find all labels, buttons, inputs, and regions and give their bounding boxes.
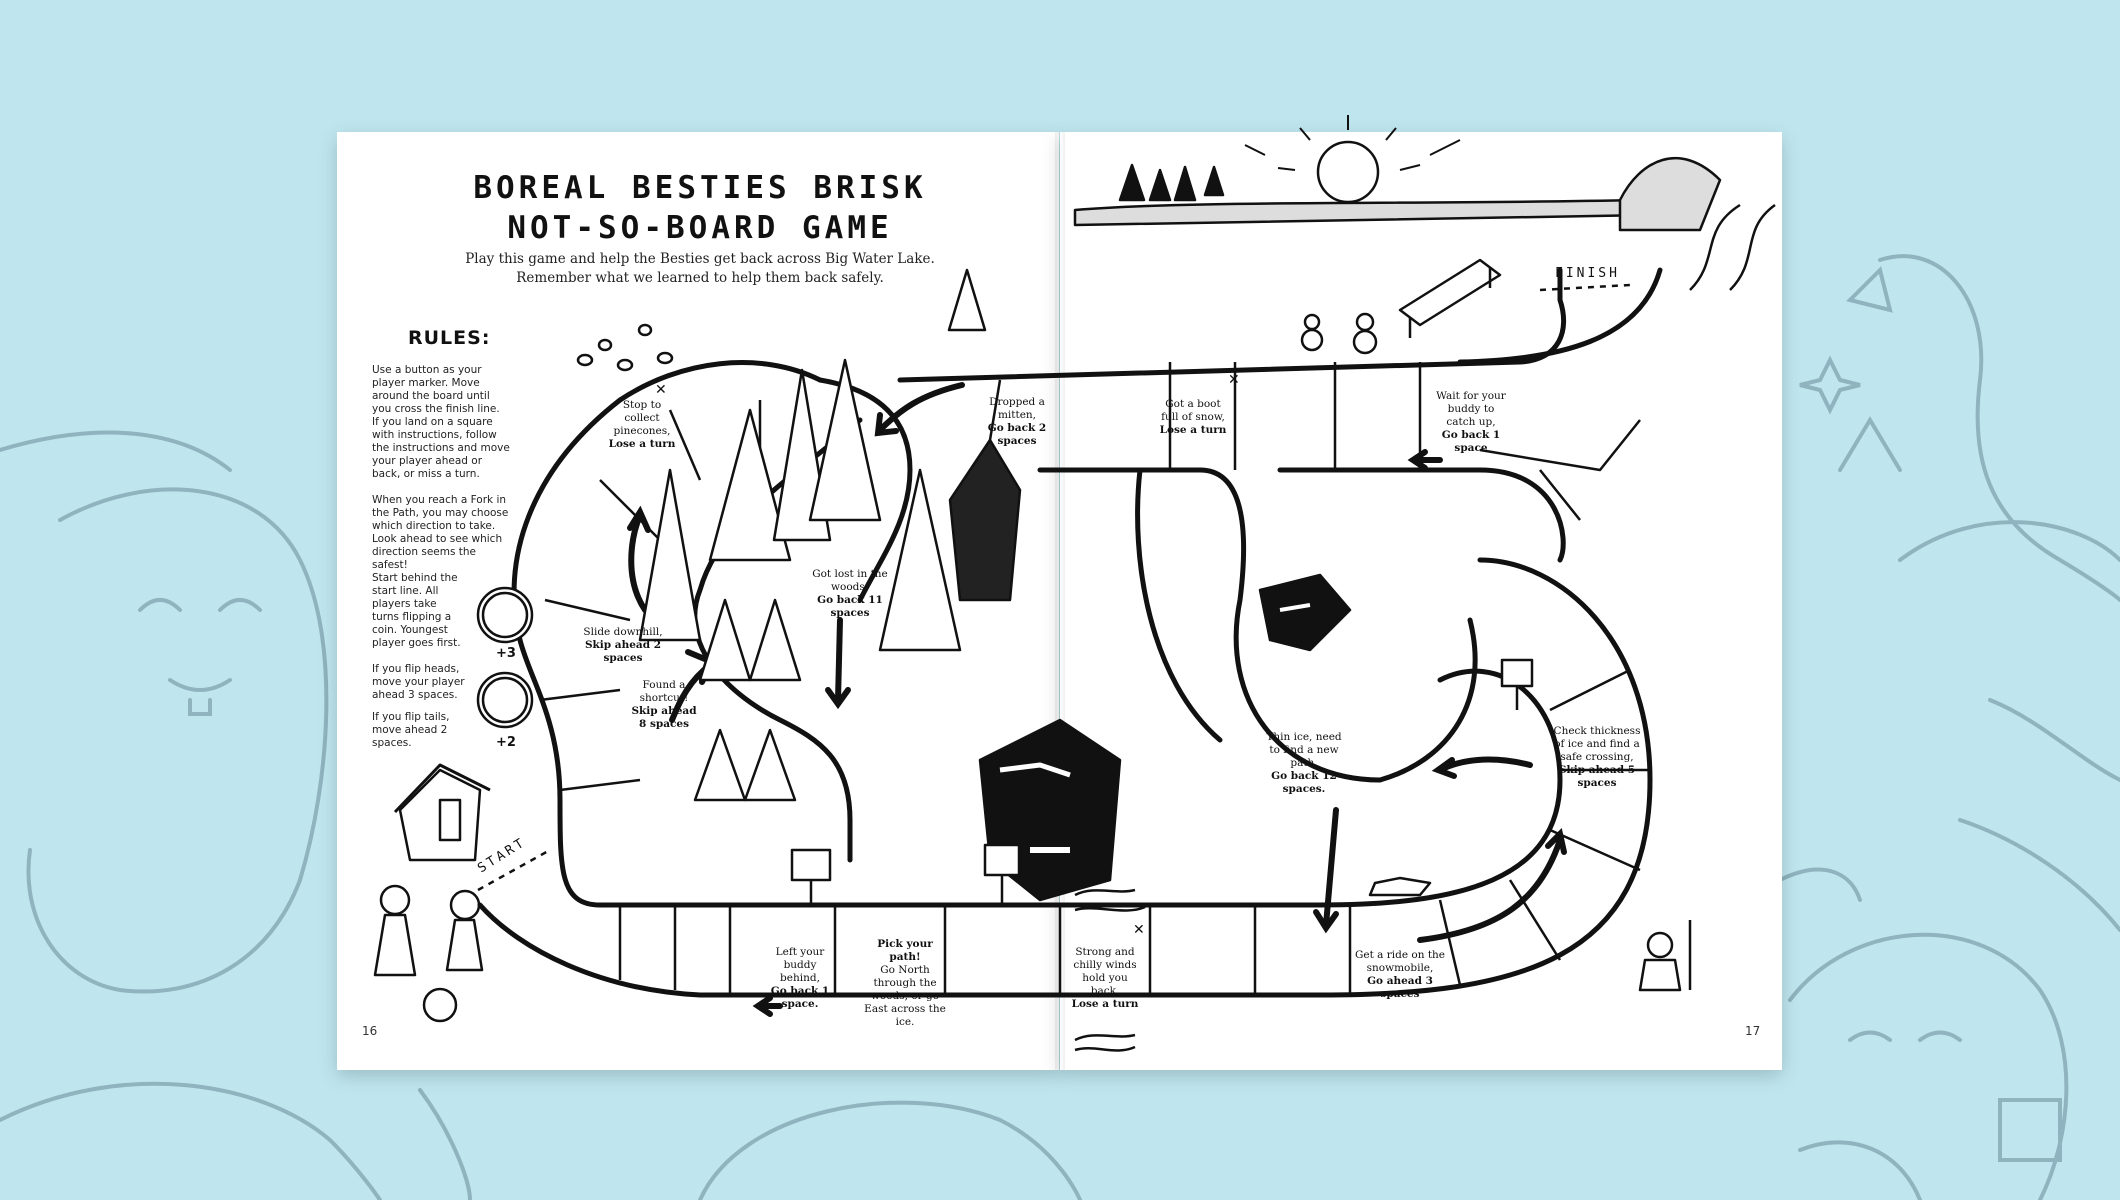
game-title: BOREAL BESTIES BRISK NOT-SO-BOARD GAME [420,168,980,248]
subtitle-line-2: Remember what we learned to help them ba… [516,270,884,286]
finish-label: FINISH [1555,266,1620,281]
square-pick-your-path: Pick your path!Go North through the wood… [864,938,946,1028]
lose-turn-mark-icon: ✕ [1228,372,1240,388]
rule-item: If you land on a square with instruction… [372,416,510,480]
tails-value: +2 [496,735,516,750]
rule-item: Use a button as your player marker. Move… [372,364,500,415]
square-wait-buddy: Wait for your buddy to catch up,Go back … [1436,390,1506,454]
rule-item: If you flip heads, move your player ahea… [372,663,465,701]
square-dropped-mitten: Dropped a mitten,Go back 2 spaces [987,396,1047,447]
square-shortcut: Found a shortcut!Skip ahead 8 spaces [631,679,697,730]
rules-heading: RULES: [408,327,491,349]
game-subtitle: Play this game and help the Besties get … [440,250,960,288]
title-line-1: BOREAL BESTIES BRISK [473,170,927,206]
path-upper-inner [1037,467,1383,783]
heads-value: +3 [496,646,516,661]
title-line-2: NOT-SO-BOARD GAME [507,210,893,246]
square-thin-ice: Thin ice, need to find a new path,Go bac… [1266,731,1342,795]
path-outer-bottom [477,557,1653,998]
square-snowmobile: Get a ride on the snowmobile,Go ahead 3 … [1354,949,1446,1000]
rule-item: Start behind the start line. All players… [372,572,461,649]
square-slide-downhill: Slide downhill,Skip ahead 2 spaces [583,626,663,664]
book-spine [1055,132,1065,1070]
rule-item: If you flip tails, move ahead 2 spaces. [372,711,450,749]
lose-turn-mark-icon: ✕ [1133,922,1145,938]
right-page [1060,132,1782,1070]
rule-item: When you reach a Fork in the Path, you m… [372,494,509,571]
square-lost-in-woods: Got lost in the woods!Go back 11 spaces [812,568,888,619]
square-boot-snow: Got a boot full of snow,Lose a turn [1159,398,1227,436]
page-number-left: 16 [362,1024,378,1038]
page-number-right: 17 [1745,1024,1761,1038]
square-check-ice: Check thickness of ice and find a safe c… [1553,725,1641,789]
square-left-buddy: Left your buddy behind,Go back 1 space. [770,946,830,1010]
path-upper-outer [897,267,1567,383]
square-chilly-winds: Strong and chilly winds hold you back,Lo… [1071,946,1139,1010]
lose-turn-mark-icon: ✕ [655,382,667,398]
subtitle-line-1: Play this game and help the Besties get … [465,251,935,267]
square-pinecones: Stop to collect pinecones,Lose a turn [608,399,676,450]
